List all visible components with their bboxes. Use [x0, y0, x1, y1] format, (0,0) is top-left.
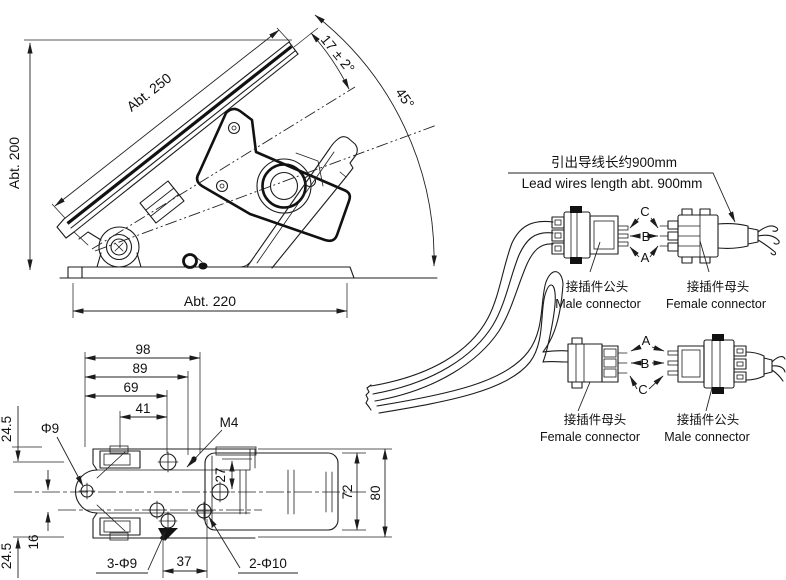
lower-pin-b: B: [641, 356, 650, 371]
side-view-dimensions: Abt. 200 Abt. 250 17 ± 2° 45° Abt. 220: [6, 14, 437, 318]
dim-37: 37: [176, 554, 191, 569]
upper-right-label-cn: 接插件母头: [687, 279, 750, 294]
dim-69: 69: [123, 380, 138, 395]
lower-pin-arrows: [629, 344, 665, 390]
lower-female-connector: [542, 337, 628, 389]
pedal-pad-top: [204, 446, 339, 531]
upper-pin-c: C: [640, 204, 649, 219]
base-plate: [59, 266, 438, 279]
support-arm: [239, 136, 358, 269]
lower-left-label-en: Female connector: [540, 430, 640, 444]
top-view-dimensions: 98 89 69 41 Φ9 M4 27 72 80 24.5 16: [0, 342, 392, 578]
wiring-diagram: 引出导线长约900mm Lead wires length abt. 900mm: [365, 155, 786, 444]
dim-abt-200: Abt. 200: [6, 137, 22, 189]
heel-pivot-bolt: [78, 226, 142, 268]
upper-left-label-en: Male connector: [555, 297, 640, 311]
dim-27: 27: [213, 467, 228, 482]
lower-pin-c: C: [638, 382, 647, 397]
note-chinese: 引出导线长约900mm: [551, 155, 677, 170]
phantom-axis-line: [94, 124, 438, 252]
label-phi9: Φ9: [41, 421, 59, 436]
side-view: Abt. 200 Abt. 250 17 ± 2° 45° Abt. 220: [6, 14, 438, 318]
upper-right-label-en: Female connector: [666, 297, 766, 311]
dim-89: 89: [132, 361, 147, 376]
dim-abt-220: Abt. 220: [184, 293, 236, 309]
pedal-plate: [56, 41, 299, 246]
upper-pin-arrows: [629, 217, 659, 258]
dim-41: 41: [135, 401, 150, 416]
lower-pin-a: A: [642, 333, 651, 348]
dim-16: 16: [26, 534, 41, 549]
upper-male-connector: [551, 206, 629, 264]
dim-abt-250: Abt. 250: [123, 70, 174, 115]
lower-left-label-cn: 接插件母头: [564, 412, 627, 427]
upper-pin-b: B: [642, 229, 651, 244]
dim-24-5-top: 24.5: [0, 416, 14, 442]
dim-80: 80: [368, 485, 383, 500]
dim-24-5-bottom: 24.5: [0, 543, 14, 569]
lower-right-label-cn: 接插件公头: [677, 412, 740, 427]
wire-bundle: [365, 220, 564, 414]
sensor-lever-clamp: [139, 180, 185, 224]
lower-connector-pair: A B C 接插件母头 Female connector 接插件公头 Male …: [540, 333, 786, 444]
upper-left-label-cn: 接插件公头: [566, 279, 629, 294]
roller-wheel: [256, 152, 324, 214]
top-view: 98 89 69 41 Φ9 M4 27 72 80 24.5 16: [0, 342, 392, 578]
upper-pin-a: A: [641, 250, 650, 265]
dim-72: 72: [340, 484, 355, 499]
upper-female-connector: [659, 208, 780, 264]
upper-connector-pair: C B A 接插件公头 Male connector 接插件母头 Female …: [551, 204, 780, 311]
note-english: Lead wires length abt. 900mm: [522, 176, 703, 191]
lower-male-connector: [667, 334, 786, 394]
dim-45-deg: 45°: [392, 85, 417, 112]
label-m4: M4: [220, 415, 239, 430]
lead-wire-note: 引出导线长约900mm Lead wires length abt. 900mm: [508, 155, 736, 223]
label-2-phi10: 2-Φ10: [249, 556, 287, 571]
lower-right-label-en: Male connector: [664, 430, 749, 444]
dim-98: 98: [135, 342, 150, 357]
sensor-housing: [195, 107, 352, 243]
label-3-phi9: 3-Φ9: [107, 556, 137, 571]
